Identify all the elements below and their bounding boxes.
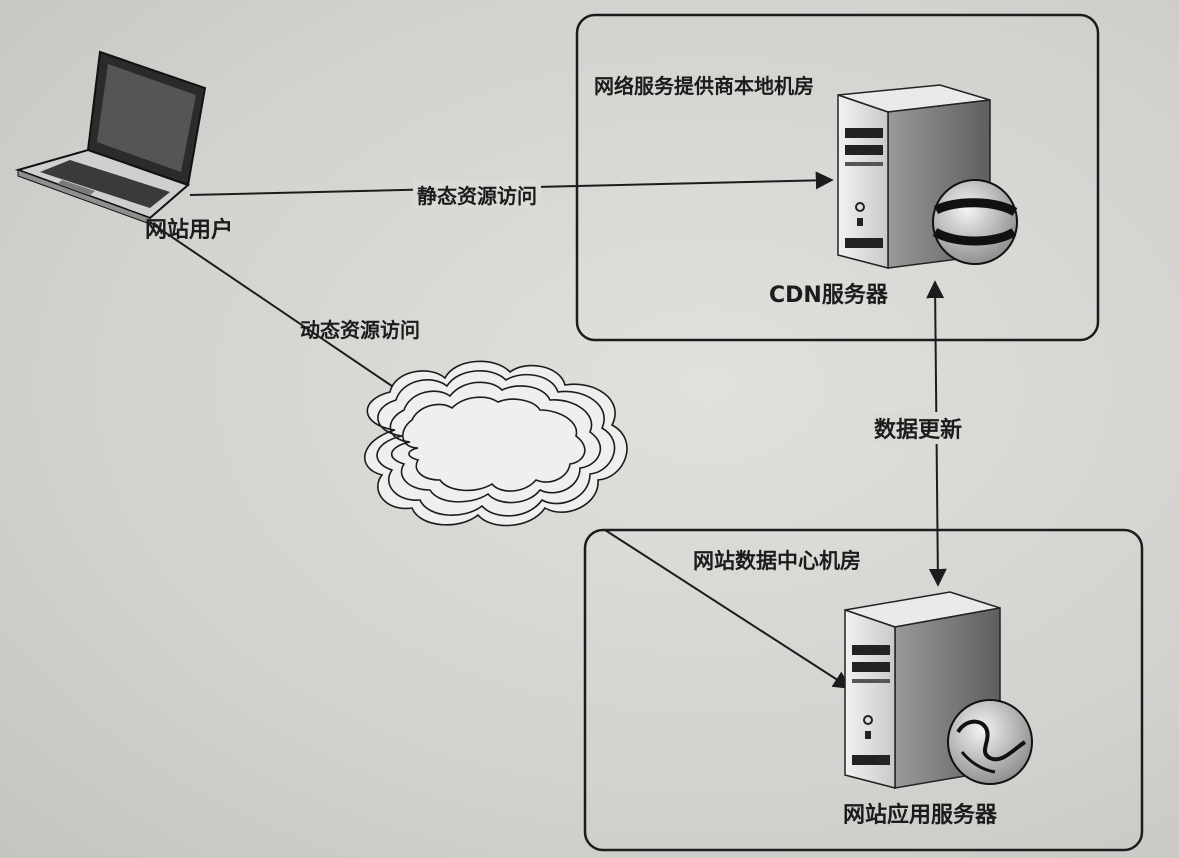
user-label: 网站用户: [145, 218, 234, 243]
cdn-room-box: [575, 13, 1100, 342]
static-access-label: 静态资源访问: [413, 180, 541, 209]
dynamic-access-edge-to-cloud: [131, 209, 421, 406]
dynamic-access-edge-to-server: [604, 529, 852, 689]
cloud-icon: [364, 360, 628, 527]
cdn-room-label: 网络服务提供商本地机房: [594, 74, 814, 98]
cdn-server-label: CDN服务器: [769, 283, 888, 308]
dc-room-label: 网站数据中心机房: [693, 549, 861, 573]
dynamic-access-label: 动态资源访问: [300, 318, 420, 342]
app-server-icon: [844, 591, 1033, 789]
dc-room-box: [583, 528, 1144, 852]
data-update-label: 数据更新: [870, 412, 967, 444]
laptop-icon: [14, 50, 207, 225]
cdn-server-icon: [837, 84, 1018, 269]
app-server-label: 网站应用服务器: [843, 803, 998, 828]
